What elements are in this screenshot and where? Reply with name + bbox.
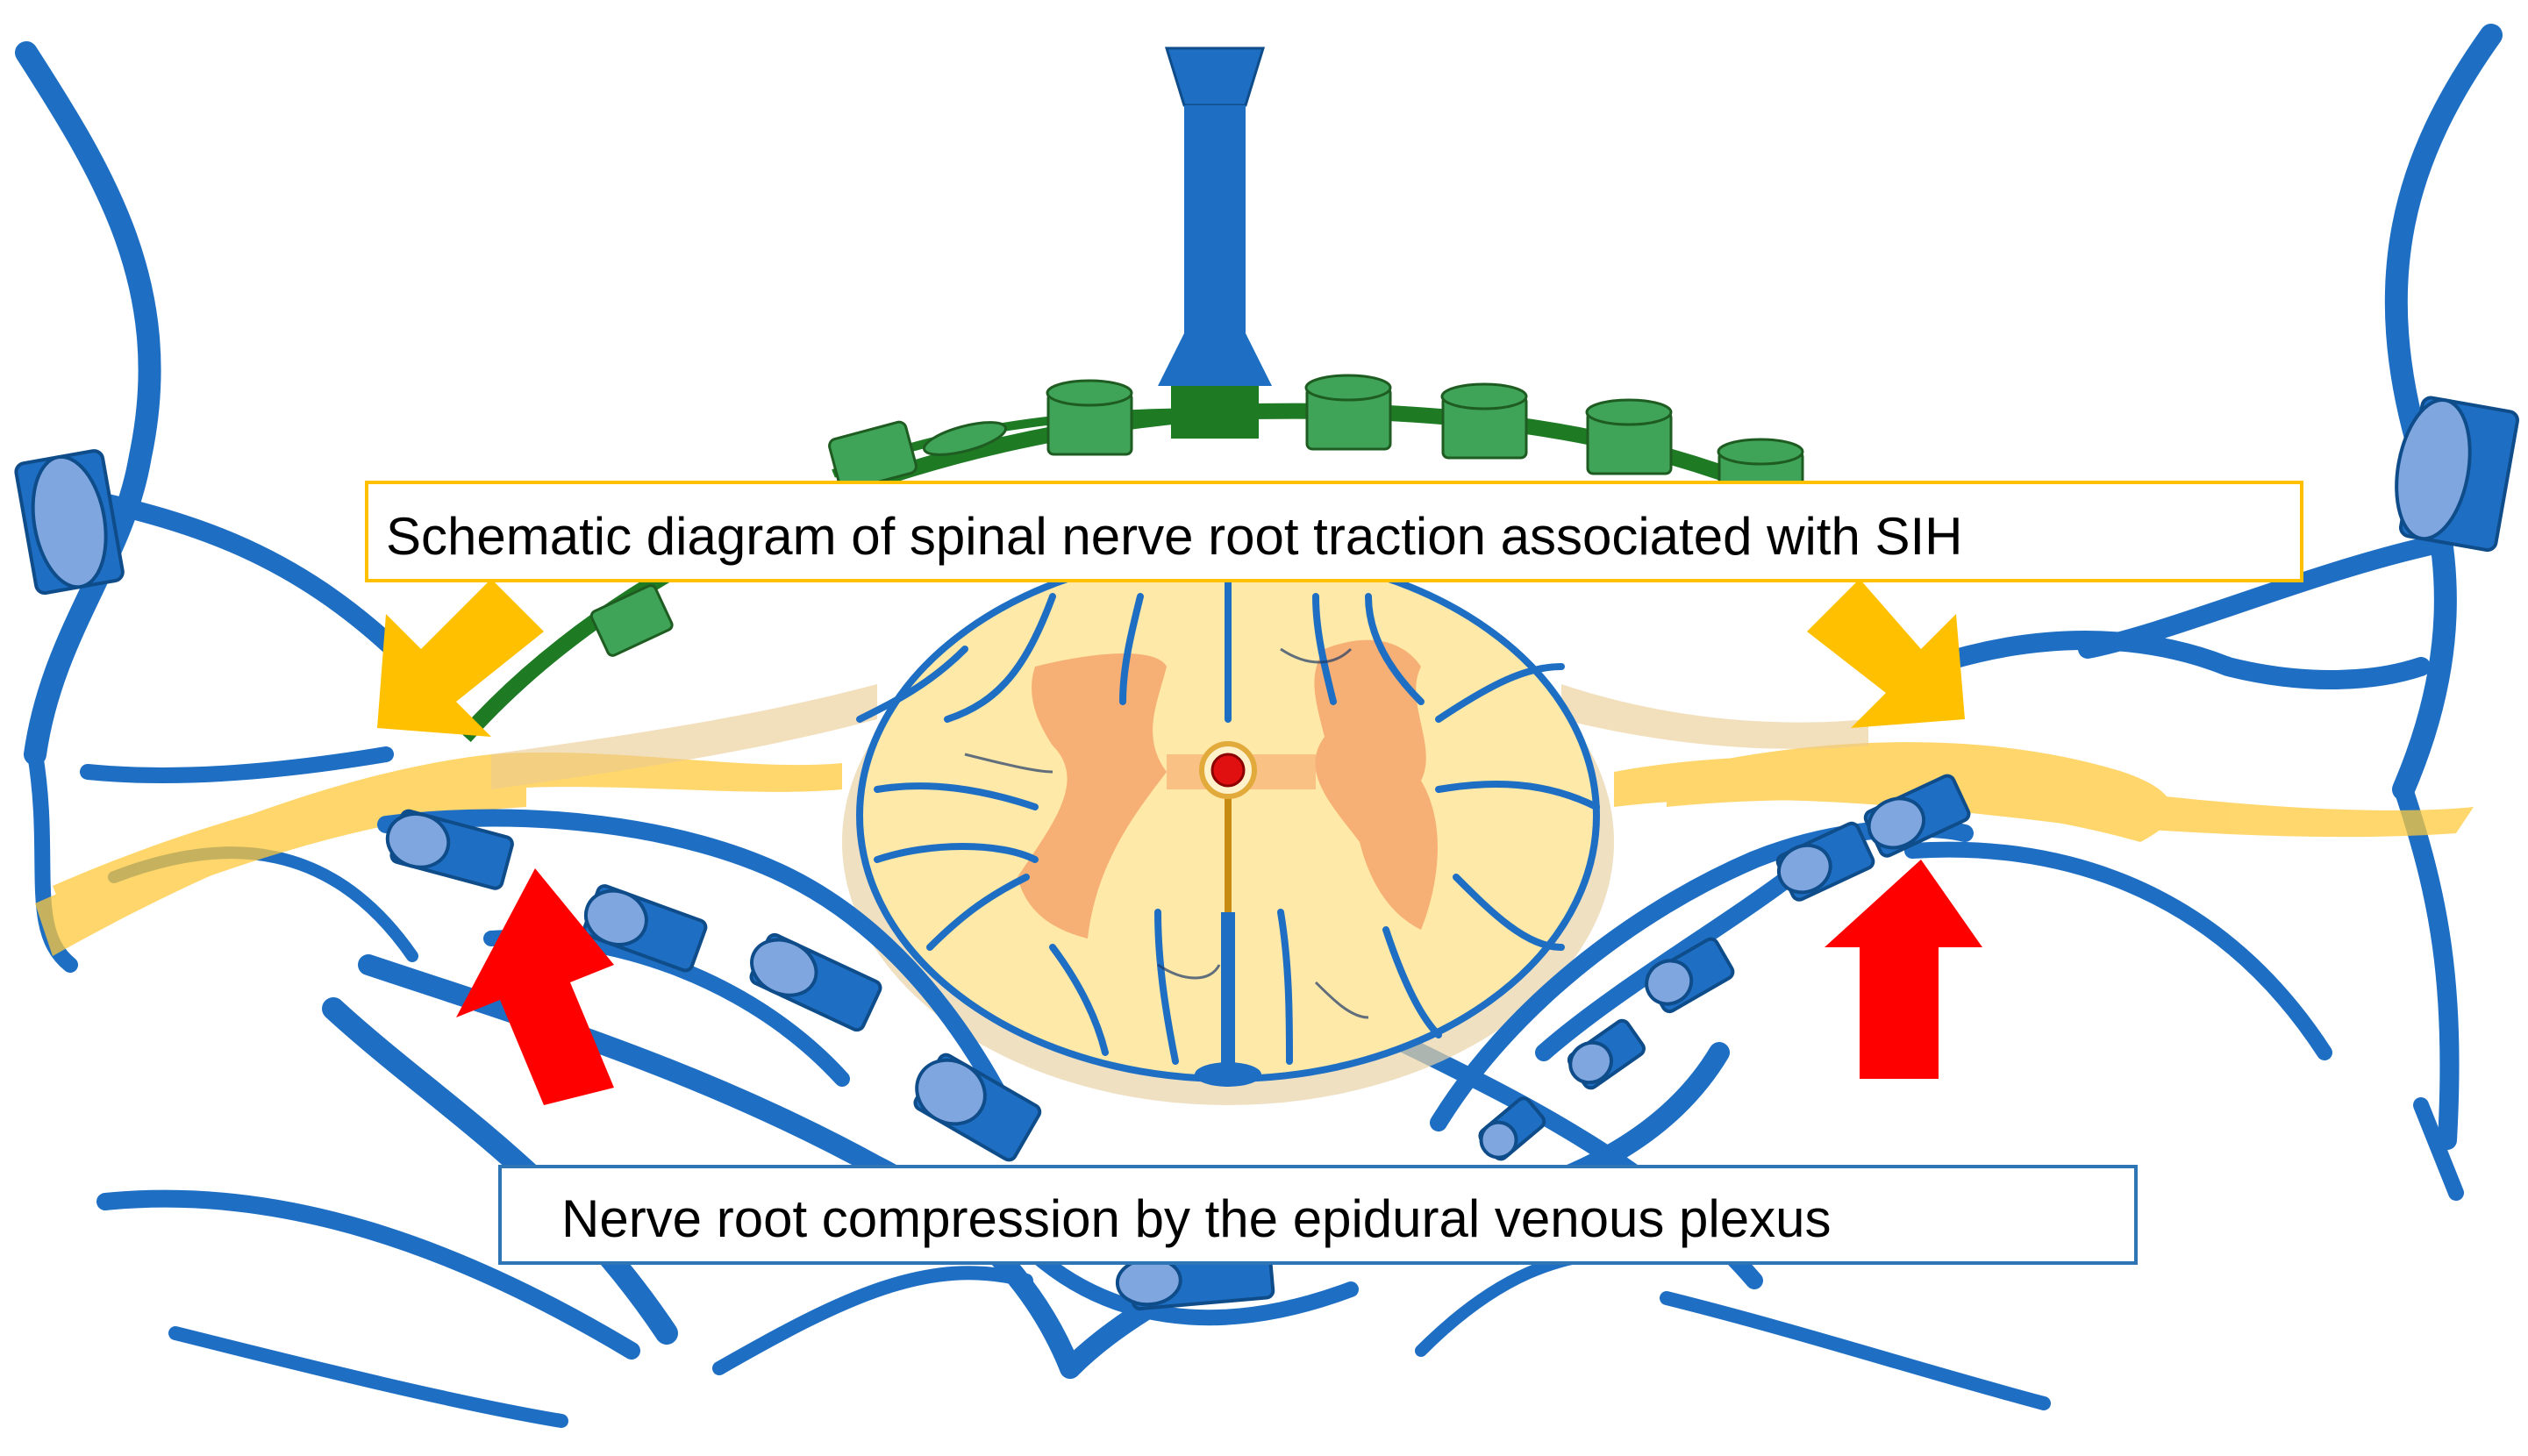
traction-label: Schematic diagram of spinal nerve root t… bbox=[386, 507, 1963, 566]
yellow-arrow-icon bbox=[377, 579, 544, 737]
nerve-sheath bbox=[491, 684, 1868, 789]
compression-label: Nerve root compression by the epidural v… bbox=[561, 1189, 1831, 1248]
dura-caps bbox=[589, 374, 1804, 657]
yellow-arrow-icon bbox=[1807, 579, 1965, 728]
compression-label-box: Nerve root compression by the epidural v… bbox=[498, 1165, 2138, 1265]
red-arrow-icon bbox=[1825, 860, 1982, 1079]
spinal-cord bbox=[842, 549, 1614, 1105]
dorsal-vein bbox=[1158, 46, 1272, 439]
venous-valves bbox=[14, 396, 2519, 1311]
traction-label-box: Schematic diagram of spinal nerve root t… bbox=[365, 481, 2303, 582]
red-arrow-icon bbox=[456, 868, 614, 1105]
